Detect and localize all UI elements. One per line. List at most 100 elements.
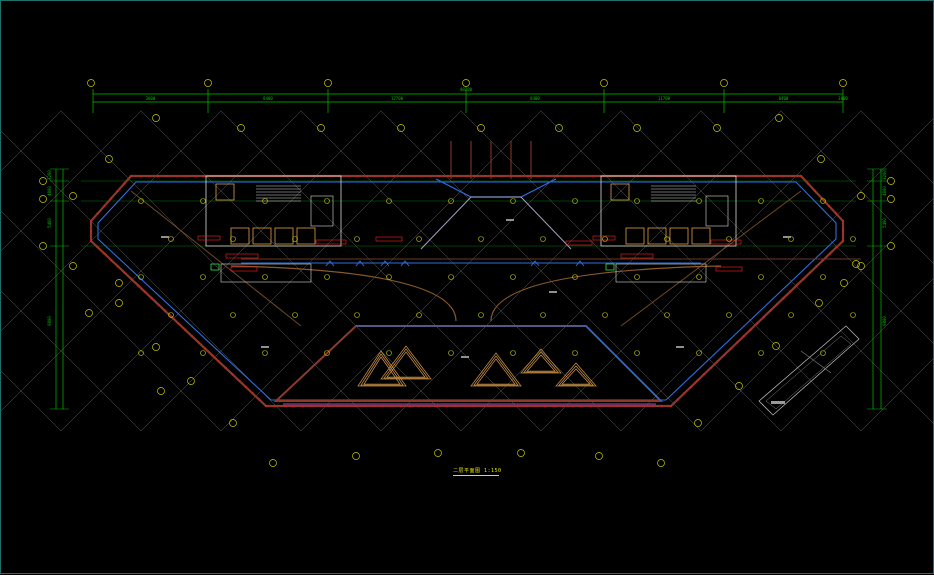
mullion-mark — [238, 379, 241, 382]
side-dim-label: 5400 — [882, 218, 887, 228]
mullion-mark — [217, 360, 220, 363]
drawing-title-underline — [453, 475, 499, 476]
mullion-mark — [301, 405, 303, 407]
axis-bubble — [555, 124, 563, 132]
planter — [555, 362, 597, 387]
column — [354, 236, 360, 242]
mullion-mark — [157, 303, 160, 306]
planter — [476, 358, 516, 385]
inset-outline — [758, 325, 860, 416]
axis-bubble — [85, 309, 93, 317]
mullion-mark — [535, 405, 537, 407]
mullion-mark — [754, 175, 757, 177]
red-tag — [592, 235, 616, 241]
mullion-mark — [436, 405, 438, 407]
axis-bubble — [152, 343, 160, 351]
diagonal-wall — [130, 190, 802, 327]
column — [572, 198, 578, 204]
mullion-mark — [454, 405, 456, 407]
mullion-mark — [573, 175, 576, 177]
mullion-mark — [184, 328, 187, 331]
side-dim-label: 9800 — [47, 316, 52, 326]
mullion-mark — [546, 175, 549, 177]
grid-line — [140, 110, 462, 432]
grid-line — [1, 290, 142, 432]
mullion-mark — [807, 182, 809, 185]
grid-line — [620, 110, 934, 425]
mullion-mark — [123, 271, 126, 274]
column — [292, 236, 298, 242]
axis-bubble — [352, 452, 360, 460]
atrium-glass — [356, 325, 662, 402]
door-swing — [575, 260, 585, 267]
column — [324, 350, 330, 356]
mullion-mark — [795, 284, 798, 287]
axis-bubble — [39, 242, 47, 250]
room-label — [676, 346, 684, 348]
axis-bubble — [713, 124, 721, 132]
room-label — [506, 219, 514, 221]
planter — [473, 355, 519, 386]
mullion-mark — [762, 316, 765, 319]
door-swing — [380, 260, 390, 267]
mullion-mark — [374, 175, 377, 177]
column — [664, 236, 670, 242]
column — [540, 312, 546, 318]
column — [386, 274, 392, 280]
mullion-mark — [455, 175, 458, 177]
axis-bubble — [633, 124, 641, 132]
column — [634, 274, 640, 280]
column — [758, 274, 764, 280]
axis-bubbles — [39, 79, 895, 467]
mullion-mark — [373, 405, 375, 407]
grid-line — [780, 110, 934, 265]
mullion-mark — [842, 240, 844, 242]
mullion-mark — [116, 265, 119, 268]
column — [386, 350, 392, 356]
mullion-mark — [110, 259, 113, 262]
mullion-mark — [96, 212, 99, 215]
lower-room — [615, 263, 707, 283]
axis-bubble — [772, 342, 780, 350]
mullion-mark — [224, 366, 227, 369]
axis-bubble — [840, 279, 848, 287]
axis-bubble — [735, 382, 743, 390]
room-label — [461, 356, 469, 358]
mullion-mark — [736, 175, 739, 177]
axis-bubble — [657, 459, 665, 467]
axis-bubble — [887, 177, 895, 185]
planter — [561, 368, 591, 385]
mullion-mark — [103, 252, 106, 255]
side-dim-label: 3200 — [47, 170, 52, 180]
column — [510, 198, 516, 204]
mullion-mark — [244, 385, 247, 388]
elevator-shaft — [647, 227, 667, 245]
side-dim-label: 9800 — [882, 316, 887, 326]
axis-bubble — [187, 377, 195, 385]
mullion-mark — [526, 405, 528, 407]
curved-wall — [230, 265, 722, 322]
axis-bubble — [477, 124, 485, 132]
diagonal-grid — [1, 110, 934, 432]
dim-label: 12700 — [391, 96, 404, 101]
column — [292, 312, 298, 318]
mullion-mark — [177, 322, 180, 325]
mullion-mark — [808, 271, 811, 274]
key-plan-inset — [758, 325, 860, 416]
mullion-mark — [775, 303, 778, 306]
mullion-mark — [139, 175, 142, 177]
grid-line — [860, 357, 934, 432]
mullion-mark — [835, 246, 838, 249]
mullion-mark — [465, 175, 467, 177]
mullion-mark — [148, 175, 151, 177]
mullion-mark — [274, 405, 276, 407]
column — [696, 198, 702, 204]
grid-line — [540, 110, 862, 432]
mullion-mark — [364, 405, 366, 407]
mullion-mark — [355, 405, 357, 407]
drawing-title: 二层平面图 1:150 — [453, 468, 502, 474]
room — [705, 195, 729, 227]
axis-bubble — [595, 452, 603, 460]
mullion-mark — [528, 175, 531, 177]
